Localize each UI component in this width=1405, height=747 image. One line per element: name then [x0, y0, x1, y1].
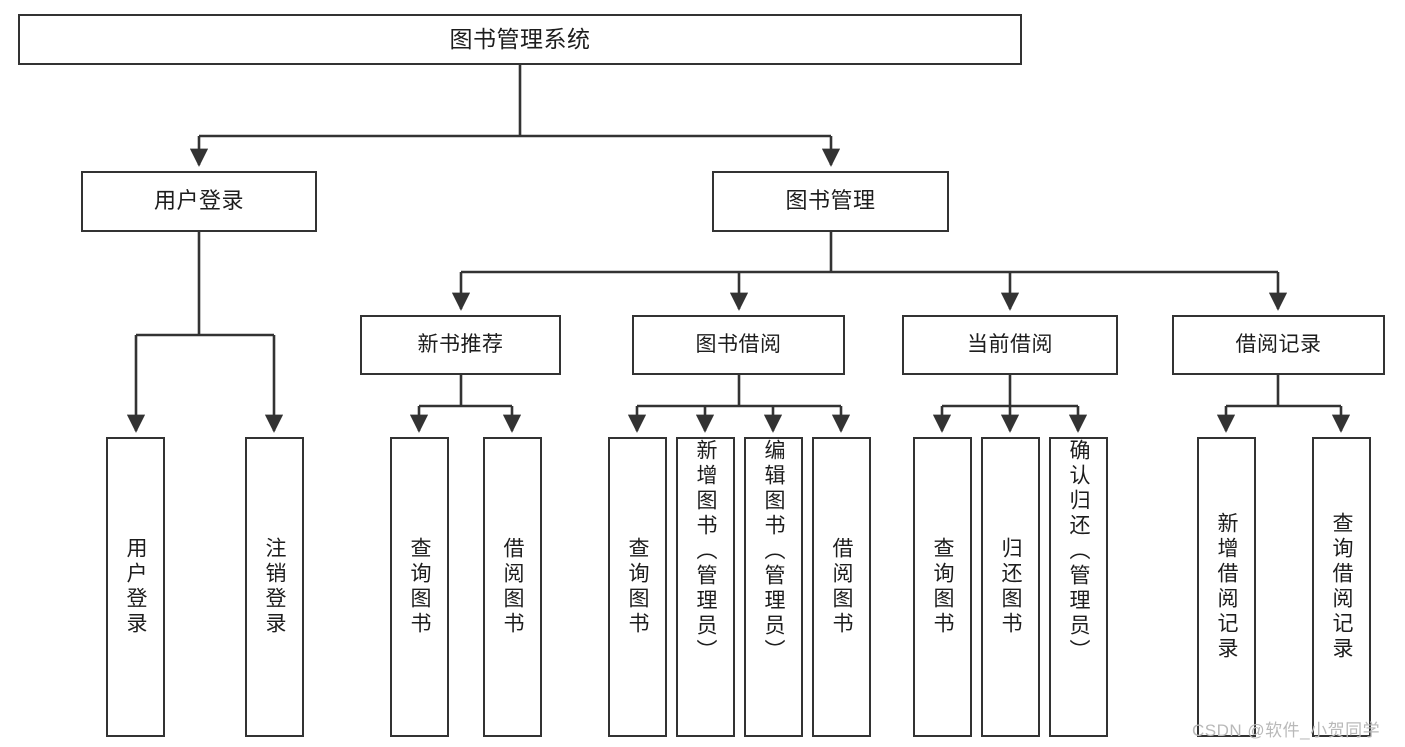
node-leaf-add-book[interactable]: 新增图书（管理员） — [676, 437, 735, 737]
node-leaf-borrow-book-1[interactable]: 借阅图书 — [483, 437, 542, 737]
node-leaf-return-book[interactable]: 归还图书 — [981, 437, 1040, 737]
node-new-book-recommend[interactable]: 新书推荐 — [360, 315, 561, 375]
node-leaf-query-book-3[interactable]: 查询图书 — [913, 437, 972, 737]
node-leaf-add-record[interactable]: 新增借阅记录 — [1197, 437, 1256, 737]
node-leaf-query-record[interactable]: 查询借阅记录 — [1312, 437, 1371, 737]
node-leaf-return-book-label: 归还图书 — [999, 537, 1022, 637]
node-leaf-query-book-3-label: 查询图书 — [931, 537, 954, 637]
node-leaf-edit-book[interactable]: 编辑图书（管理员） — [744, 437, 803, 737]
node-leaf-add-book-label: 新增图书（管理员） — [694, 439, 717, 664]
node-current-borrow-label: 当前借阅 — [967, 333, 1053, 357]
node-book-manage-label: 图书管理 — [785, 188, 876, 214]
node-leaf-borrow-book-2[interactable]: 借阅图书 — [812, 437, 871, 737]
node-leaf-query-record-label: 查询借阅记录 — [1330, 512, 1353, 662]
node-book-borrow[interactable]: 图书借阅 — [632, 315, 845, 375]
node-book-borrow-label: 图书借阅 — [695, 333, 782, 357]
node-leaf-edit-book-label: 编辑图书（管理员） — [762, 439, 785, 664]
node-current-borrow[interactable]: 当前借阅 — [902, 315, 1118, 375]
node-leaf-query-book-1-label: 查询图书 — [408, 537, 431, 637]
node-leaf-query-book-2-label: 查询图书 — [626, 537, 649, 637]
node-leaf-logout-login[interactable]: 注销登录 — [245, 437, 304, 737]
node-book-manage[interactable]: 图书管理 — [712, 171, 949, 232]
node-leaf-user-login-label: 用户登录 — [124, 537, 147, 637]
node-root[interactable]: 图书管理系统 — [18, 14, 1022, 65]
node-user-login-label: 用户登录 — [153, 188, 244, 214]
node-new-book-recommend-label: 新书推荐 — [417, 333, 504, 357]
node-user-login[interactable]: 用户登录 — [81, 171, 317, 232]
node-borrow-record[interactable]: 借阅记录 — [1172, 315, 1385, 375]
node-leaf-query-book-1[interactable]: 查询图书 — [390, 437, 449, 737]
node-leaf-confirm-return-label: 确认归还（管理员） — [1067, 439, 1090, 664]
node-root-label: 图书管理系统 — [449, 25, 591, 52]
node-leaf-borrow-book-1-label: 借阅图书 — [501, 537, 524, 637]
node-borrow-record-label: 借阅记录 — [1235, 333, 1322, 357]
csdn-watermark: CSDN @软件_小贺同学 — [1192, 721, 1381, 740]
node-leaf-logout-login-label: 注销登录 — [263, 537, 286, 637]
node-leaf-user-login[interactable]: 用户登录 — [106, 437, 165, 737]
node-leaf-confirm-return[interactable]: 确认归还（管理员） — [1049, 437, 1108, 737]
node-leaf-query-book-2[interactable]: 查询图书 — [608, 437, 667, 737]
node-leaf-borrow-book-2-label: 借阅图书 — [830, 537, 853, 637]
node-leaf-add-record-label: 新增借阅记录 — [1215, 512, 1238, 662]
